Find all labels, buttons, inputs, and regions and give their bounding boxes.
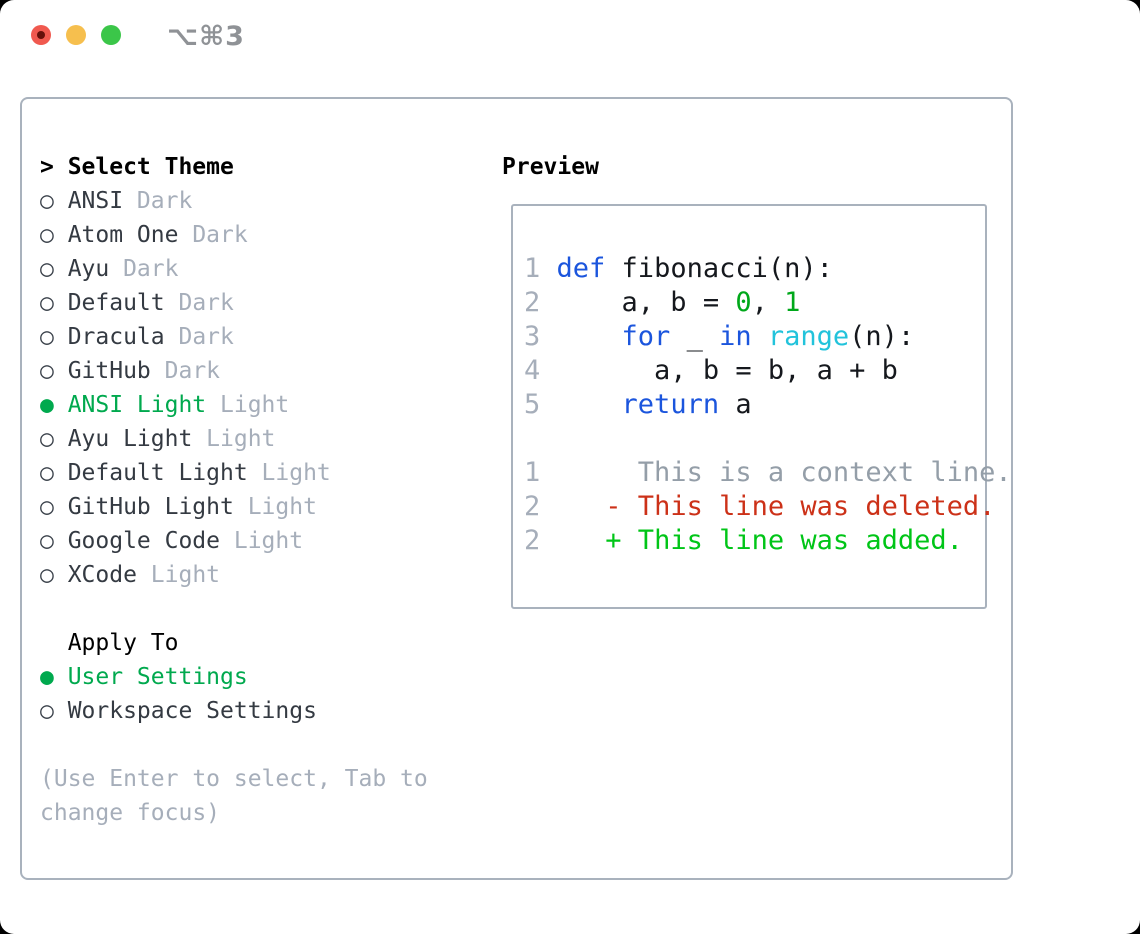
- radio-selected-icon: ●: [40, 664, 54, 690]
- apply-option-user-settings[interactable]: ● User Settings: [40, 660, 480, 694]
- theme-variant-label: Light: [150, 562, 221, 588]
- theme-option-ansi-light[interactable]: ● ANSI Light Light: [40, 388, 480, 422]
- apply-option-label: Workspace Settings: [67, 698, 317, 724]
- minimize-button[interactable]: [66, 25, 86, 45]
- radio-unselected-icon: ○: [40, 358, 54, 384]
- theme-list-header: > Select Theme: [40, 150, 480, 184]
- code-line: 2 a, b = 0, 1: [524, 287, 801, 318]
- theme-variant-label: Dark: [178, 290, 234, 316]
- theme-option-label: GitHub: [67, 358, 151, 384]
- theme-option-label: Atom One: [67, 222, 179, 248]
- diff-added-line: 2 + This line was added.: [524, 525, 963, 556]
- radio-unselected-icon: ○: [40, 256, 54, 282]
- radio-unselected-icon: ○: [40, 494, 54, 520]
- theme-option-xcode-light[interactable]: ○ XCode Light: [40, 558, 480, 592]
- radio-unselected-icon: ○: [40, 528, 54, 554]
- code-line: 5 return a: [524, 389, 752, 420]
- theme-variant-label: Dark: [136, 188, 193, 214]
- theme-option-label: GitHub Light: [67, 494, 234, 520]
- theme-list: > Select Theme ○ ANSI Dark ○ Atom One Da…: [40, 150, 480, 592]
- theme-option-label: Default: [67, 290, 165, 316]
- theme-list-title: Select Theme: [67, 154, 234, 180]
- code-line: 1 def fibonacci(n):: [524, 253, 833, 284]
- radio-unselected-icon: ○: [40, 324, 54, 350]
- radio-unselected-icon: ○: [40, 698, 54, 724]
- theme-variant-label: Light: [247, 494, 317, 520]
- blank-line: [524, 422, 1012, 456]
- radio-unselected-icon: ○: [40, 290, 54, 316]
- preview-title: Preview: [502, 154, 599, 180]
- theme-variant-label: Dark: [123, 256, 179, 282]
- code-line: 3 for _ in range(n):: [524, 321, 915, 352]
- theme-option-label: Google Code: [67, 528, 221, 554]
- theme-variant-label: Light: [233, 528, 304, 554]
- theme-variant-label: Dark: [178, 324, 234, 350]
- theme-option-default-light[interactable]: ○ Default Light Light: [40, 456, 480, 490]
- theme-variant-label: Light: [220, 392, 290, 418]
- apply-to-list: Apply To ● User Settings ○ Workspace Set…: [40, 626, 480, 728]
- apply-to-header: Apply To: [40, 626, 480, 660]
- theme-option-atom-one-dark[interactable]: ○ Atom One Dark: [40, 218, 480, 252]
- theme-option-label: Ayu Light: [67, 426, 193, 452]
- theme-option-ansi-dark[interactable]: ○ ANSI Dark: [40, 184, 480, 218]
- theme-option-google-code-light[interactable]: ○ Google Code Light: [40, 524, 480, 558]
- theme-variant-label: Dark: [192, 222, 248, 248]
- radio-unselected-icon: ○: [40, 222, 54, 248]
- theme-option-label: Dracula: [67, 324, 165, 350]
- theme-option-label: ANSI: [67, 188, 124, 214]
- preview-box: 1 def fibonacci(n): 2 a, b = 0, 1 3 for …: [511, 204, 1012, 609]
- radio-unselected-icon: ○: [40, 562, 54, 588]
- theme-option-label: Default Light: [67, 460, 248, 486]
- theme-option-default-dark[interactable]: ○ Default Dark: [40, 286, 480, 320]
- spacer: [40, 626, 68, 660]
- theme-option-label: ANSI Light: [67, 392, 207, 418]
- close-button[interactable]: [31, 25, 51, 45]
- diff-context-line: 1 This is a context line.: [524, 457, 1012, 488]
- theme-variant-label: Light: [206, 426, 276, 452]
- theme-option-ayu-light[interactable]: ○ Ayu Light Light: [40, 422, 480, 456]
- theme-option-dracula-dark[interactable]: ○ Dracula Dark: [40, 320, 480, 354]
- prompt-caret-icon: >: [40, 154, 54, 180]
- radio-unselected-icon: ○: [40, 188, 54, 214]
- record-dot-icon: [37, 31, 45, 39]
- help-text: (Use Enter to select, Tab to change focu…: [40, 766, 428, 826]
- diff-deleted-line: 2 - This line was deleted.: [524, 491, 996, 522]
- theme-variant-label: Dark: [164, 358, 221, 384]
- theme-selector-panel: > Select Theme ○ ANSI Dark ○ Atom One Da…: [20, 97, 1013, 880]
- keyboard-shortcut-label: ⌥⌘3: [167, 21, 245, 52]
- apply-option-workspace-settings[interactable]: ○ Workspace Settings: [40, 694, 480, 728]
- theme-option-label: Ayu: [67, 256, 110, 282]
- theme-option-label: XCode: [67, 562, 137, 588]
- apply-to-title: Apply To: [67, 630, 179, 656]
- theme-option-github-light[interactable]: ○ GitHub Light Light: [40, 490, 480, 524]
- radio-unselected-icon: ○: [40, 460, 54, 486]
- zoom-button[interactable]: [101, 25, 121, 45]
- theme-option-github-dark[interactable]: ○ GitHub Dark: [40, 354, 480, 388]
- theme-option-ayu-dark[interactable]: ○ Ayu Dark: [40, 252, 480, 286]
- code-line: 4 a, b = b, a + b: [524, 355, 898, 386]
- radio-selected-icon: ●: [40, 392, 54, 418]
- code-preview: 1 def fibonacci(n): 2 a, b = 0, 1 3 for …: [524, 252, 1012, 558]
- radio-unselected-icon: ○: [40, 426, 54, 452]
- theme-variant-label: Light: [261, 460, 331, 486]
- apply-option-label: User Settings: [67, 664, 248, 690]
